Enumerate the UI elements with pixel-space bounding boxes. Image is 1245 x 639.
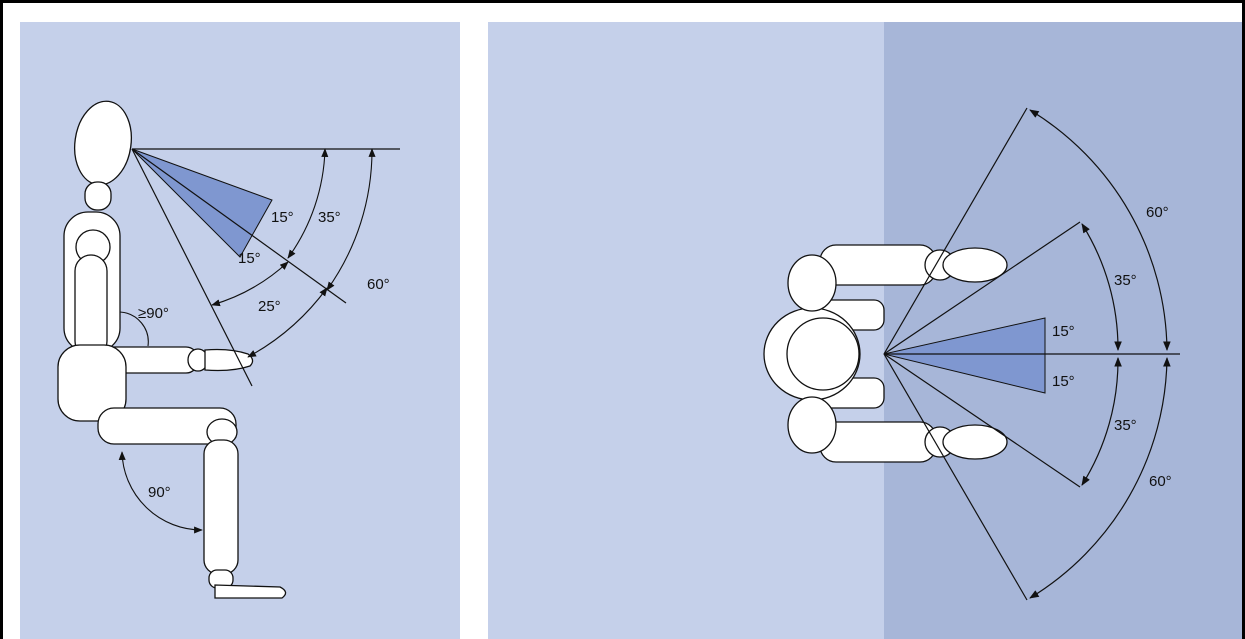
arc-60 [326,148,376,291]
upper-arm-right [819,421,937,463]
seated-mannequin-side [57,100,287,599]
arc-top-35-lower [1081,357,1122,486]
arc-top-60-upper [1029,109,1171,351]
ray-60-lower [883,353,1028,601]
arc-knee [118,451,203,534]
label-25: 25° [258,298,281,315]
top-label-35-lower: 35° [1114,417,1137,434]
hand-left [942,247,1008,283]
label-elbow: ≥90° [138,305,169,322]
hand-right [942,424,1008,460]
label-15-upper: 15° [271,209,294,226]
upper-arm-left [819,244,937,286]
top-label-60-upper: 60° [1146,204,1169,221]
top-sight-cone [883,317,1046,394]
label-15-lower: 15° [238,250,261,267]
shin [203,439,239,575]
arc-top-35-upper [1081,223,1122,351]
ray-60-upper [883,107,1028,355]
head-top [786,317,860,391]
top-label-35-upper: 35° [1114,272,1137,289]
side-view-panel: 15° 15° 35° 60° 25° ≥90° 90° [20,22,460,639]
upper-arm [74,254,108,358]
arc-25 [247,287,328,358]
arc-top-60-lower [1029,357,1171,599]
side-sight-cone [131,148,273,258]
label-60: 60° [367,276,390,293]
top-label-60-lower: 60° [1149,473,1172,490]
lower-sight-line [131,148,253,387]
normal-sight-line [131,148,347,304]
label-knee: 90° [148,484,171,501]
arc-35 [287,148,329,259]
arc-elbow-tick [119,311,149,347]
top-view-panel: 60° 35° 15° 15° 35° 60° [488,22,1242,639]
top-label-15-upper: 15° [1052,323,1075,340]
shoulder-top-left [787,254,837,312]
neck [84,181,112,211]
seated-mannequin-top [763,244,1008,463]
hand [204,348,254,372]
foot [214,584,287,599]
label-35: 35° [318,209,341,226]
pelvis [57,344,127,422]
shoulder-top-right [787,396,837,454]
arc-elbow [211,261,289,307]
figure-canvas: 15° 15° 35° 60° 25° ≥90° 90° [20,22,1242,639]
top-label-15-lower: 15° [1052,373,1075,390]
